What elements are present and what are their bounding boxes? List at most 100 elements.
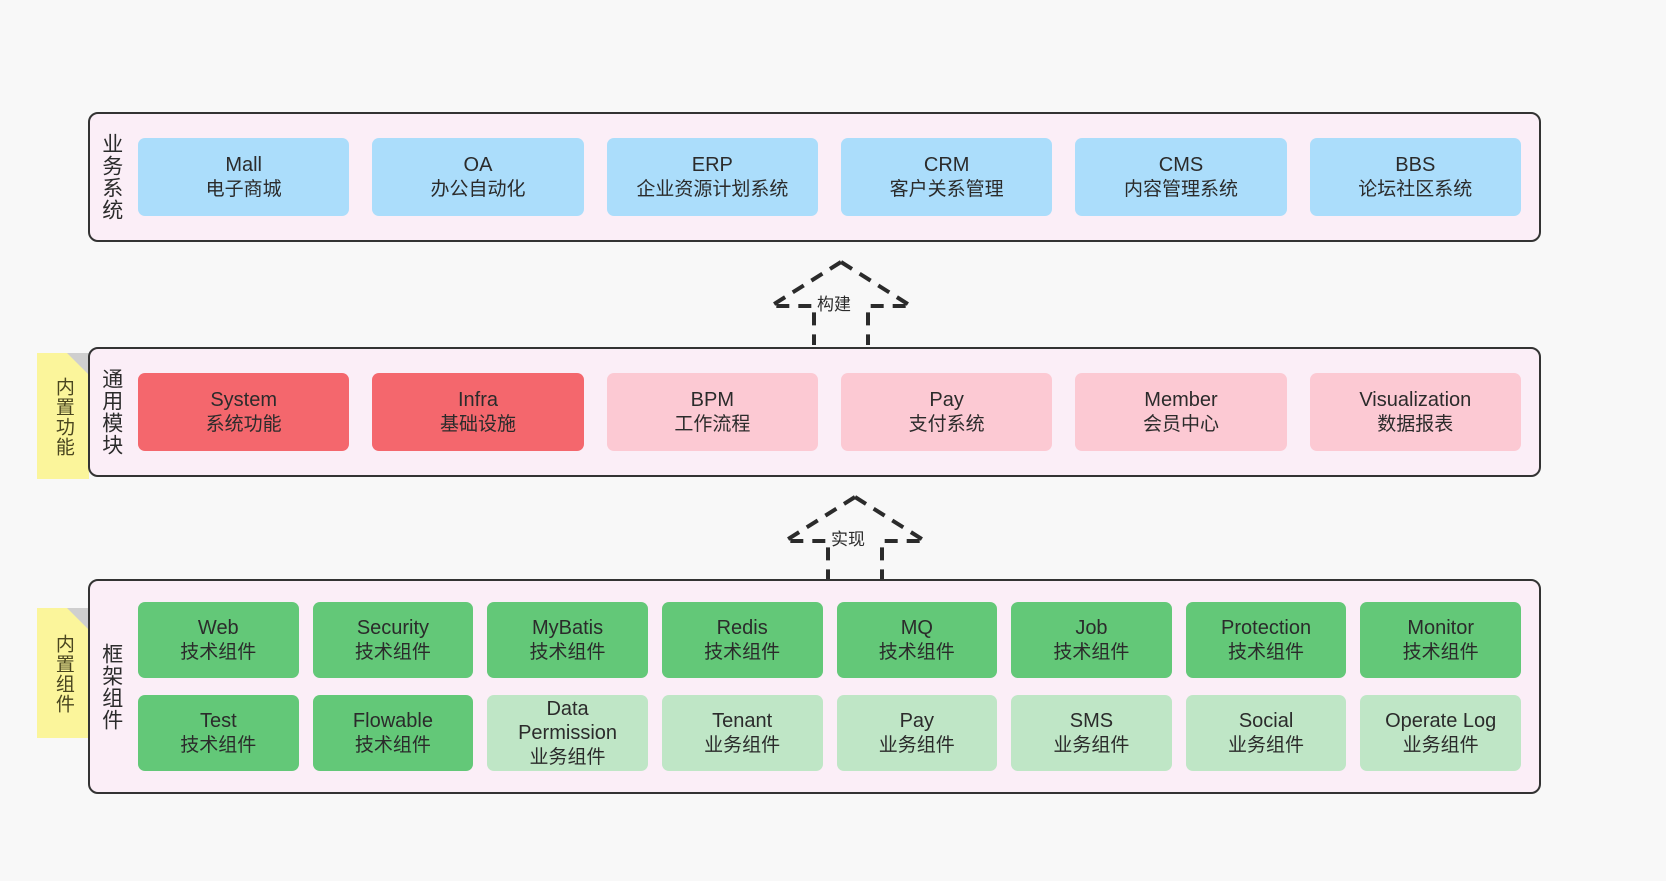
node-title: Pay	[929, 389, 964, 412]
node-title: Monitor	[1407, 617, 1475, 640]
node-test[interactable]: Test 技术组件	[138, 695, 299, 771]
node-monitor[interactable]: Monitor 技术组件	[1360, 602, 1521, 678]
layer-title-framework-component: 框架组件	[99, 642, 123, 731]
node-erp[interactable]: ERP 企业资源计划系统	[606, 138, 818, 216]
node-system[interactable]: System 系统功能	[138, 373, 350, 451]
layer-title-common-module: 通用模块	[99, 368, 123, 456]
node-sms[interactable]: SMS 业务组件	[1011, 695, 1172, 771]
node-subtitle: 业务组件	[878, 734, 955, 756]
node-subtitle: 业务组件	[704, 734, 781, 756]
note-fold-icon	[67, 353, 89, 375]
layer-row: System 系统功能 Infra 基础设施 BPM 工作流程 Pay 支付系统…	[138, 373, 1521, 451]
node-subtitle: 技术组件	[354, 641, 431, 663]
note-text: 内置组件	[52, 634, 74, 714]
node-mq[interactable]: MQ 技术组件	[836, 602, 998, 678]
node-title: Infra	[457, 389, 498, 412]
node-subtitle: 业务组件	[1228, 734, 1305, 756]
node-subtitle: 技术组件	[180, 734, 257, 756]
node-title: ERP	[691, 154, 733, 177]
layer-common-module: 通用模块 System 系统功能 Infra 基础设施 BPM 工作流程 Pay…	[88, 347, 1541, 477]
node-mybatis[interactable]: MyBatis 技术组件	[487, 602, 648, 678]
node-redis[interactable]: Redis 技术组件	[661, 602, 823, 678]
node-title: Security	[356, 617, 430, 640]
relation-arrow-build: 构建	[756, 260, 926, 345]
layer-framework-component: 框架组件 Web 技术组件 Security 技术组件 MyBatis 技术组件…	[88, 579, 1541, 794]
layer-body-common-module: System 系统功能 Infra 基础设施 BPM 工作流程 Pay 支付系统…	[132, 349, 1539, 475]
node-oa[interactable]: OA 办公自动化	[372, 138, 584, 216]
node-title: Social	[1238, 710, 1294, 733]
node-subtitle: 业务组件	[1402, 734, 1479, 756]
node-subtitle: 内容管理系统	[1123, 178, 1238, 200]
node-subtitle: 技术组件	[354, 734, 431, 756]
node-subtitle: 工作流程	[674, 413, 751, 435]
node-data-permission[interactable]: Data Permission 业务组件	[487, 695, 648, 771]
node-title: Pay	[899, 710, 935, 733]
node-member[interactable]: Member 会员中心	[1075, 373, 1287, 451]
node-title: Mall	[225, 154, 262, 177]
sticky-note-builtin-component: 内置组件	[37, 608, 89, 738]
sticky-note-builtin-feature: 内置功能	[37, 353, 89, 479]
node-operate-log[interactable]: Operate Log 业务组件	[1360, 695, 1521, 771]
node-title: Flowable	[352, 710, 433, 733]
node-title: CMS	[1158, 154, 1204, 177]
layer-business-system: 业务系统 Mall 电子商城 OA 办公自动化 ERP 企业资源计划系统 CRM…	[88, 112, 1541, 242]
node-pay[interactable]: Pay 支付系统	[840, 373, 1053, 451]
node-subtitle: 业务组件	[1053, 734, 1130, 756]
node-subtitle: 会员中心	[1142, 413, 1219, 435]
node-security[interactable]: Security 技术组件	[312, 602, 474, 678]
node-visualization[interactable]: Visualization 数据报表	[1309, 373, 1521, 451]
layer-row: Web 技术组件 Security 技术组件 MyBatis 技术组件 Redi…	[138, 602, 1521, 678]
node-subtitle: 技术组件	[1228, 641, 1305, 663]
node-title: OA	[463, 154, 493, 177]
node-title: BPM	[690, 389, 734, 412]
node-protection[interactable]: Protection 技术组件	[1185, 602, 1347, 678]
layer-body-framework-component: Web 技术组件 Security 技术组件 MyBatis 技术组件 Redi…	[132, 581, 1539, 792]
node-subtitle: 企业资源计划系统	[636, 178, 789, 200]
note-fold-icon	[67, 608, 89, 630]
node-subtitle: 系统功能	[205, 413, 282, 435]
node-job[interactable]: Job 技术组件	[1011, 602, 1172, 678]
layer-title-business-system: 业务系统	[99, 133, 123, 221]
node-cms[interactable]: CMS 内容管理系统	[1075, 138, 1287, 216]
node-subtitle: 支付系统	[908, 413, 985, 435]
node-title: Redis	[716, 617, 768, 640]
node-subtitle: 技术组件	[180, 641, 257, 663]
node-subtitle: 电子商城	[205, 178, 282, 200]
node-subtitle: 技术组件	[878, 641, 955, 663]
node-web[interactable]: Web 技术组件	[138, 602, 299, 678]
relation-label-implement: 实现	[831, 530, 865, 549]
node-title: BBS	[1395, 154, 1436, 177]
node-bbs[interactable]: BBS 论坛社区系统	[1309, 138, 1521, 216]
node-title: Test	[199, 710, 237, 733]
note-text: 内置功能	[52, 377, 74, 457]
node-subtitle: 办公自动化	[430, 178, 526, 200]
node-social[interactable]: Social 业务组件	[1185, 695, 1347, 771]
node-title: Visualization	[1359, 389, 1472, 412]
node-bpm[interactable]: BPM 工作流程	[606, 373, 818, 451]
node-crm[interactable]: CRM 客户关系管理	[840, 138, 1053, 216]
node-tenant[interactable]: Tenant 业务组件	[661, 695, 823, 771]
node-subtitle: 技术组件	[1053, 641, 1130, 663]
node-title: Web	[197, 617, 239, 640]
node-subtitle: 技术组件	[1402, 641, 1479, 663]
node-infra[interactable]: Infra 基础设施	[372, 373, 584, 451]
node-title: Protection	[1221, 617, 1312, 640]
node-subtitle: 技术组件	[704, 641, 781, 663]
node-subtitle: 客户关系管理	[889, 178, 1004, 200]
node-subtitle: 论坛社区系统	[1358, 178, 1473, 200]
node-flowable[interactable]: Flowable 技术组件	[312, 695, 474, 771]
node-title: Data	[546, 698, 589, 721]
node-subtitle: 数据报表	[1377, 413, 1454, 435]
node-mall[interactable]: Mall 电子商城	[138, 138, 350, 216]
node-pay-component[interactable]: Pay 业务组件	[836, 695, 998, 771]
node-title: CRM	[923, 154, 970, 177]
layer-row: Test 技术组件 Flowable 技术组件 Data Permission …	[138, 695, 1521, 771]
node-title: Member	[1144, 389, 1218, 412]
node-title: Tenant	[712, 710, 773, 733]
node-title: MyBatis	[532, 617, 604, 640]
node-title-line2: Permission	[518, 722, 618, 745]
node-title: SMS	[1069, 710, 1114, 733]
relation-arrow-implement: 实现	[770, 495, 940, 580]
node-title: Job	[1075, 617, 1108, 640]
